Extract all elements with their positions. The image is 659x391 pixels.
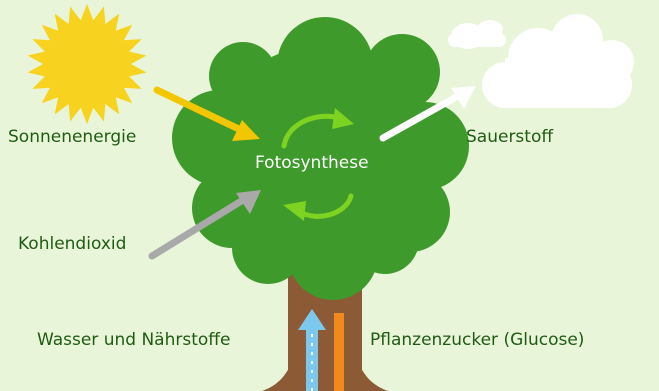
cycle-arrows-icon — [281, 108, 354, 221]
label-sun-energy: Sonnenenergie — [8, 127, 137, 147]
sun-energy-arrow — [153, 86, 260, 141]
co2-arrow — [148, 190, 261, 260]
cloud-icon — [448, 14, 634, 108]
oxygen-arrow — [379, 86, 476, 142]
water-arrow — [298, 309, 326, 391]
label-co2: Kohlendioxid — [18, 234, 127, 254]
label-photosynthesis: Fotosynthese — [255, 153, 369, 173]
label-water-nutrients: Wasser und Nährstoffe — [37, 330, 231, 350]
label-glucose: Pflanzenzucker (Glucose) — [370, 330, 585, 350]
sun-icon — [27, 4, 147, 124]
glucose-arrow — [334, 313, 344, 391]
label-oxygen: Sauerstoff — [466, 127, 554, 147]
